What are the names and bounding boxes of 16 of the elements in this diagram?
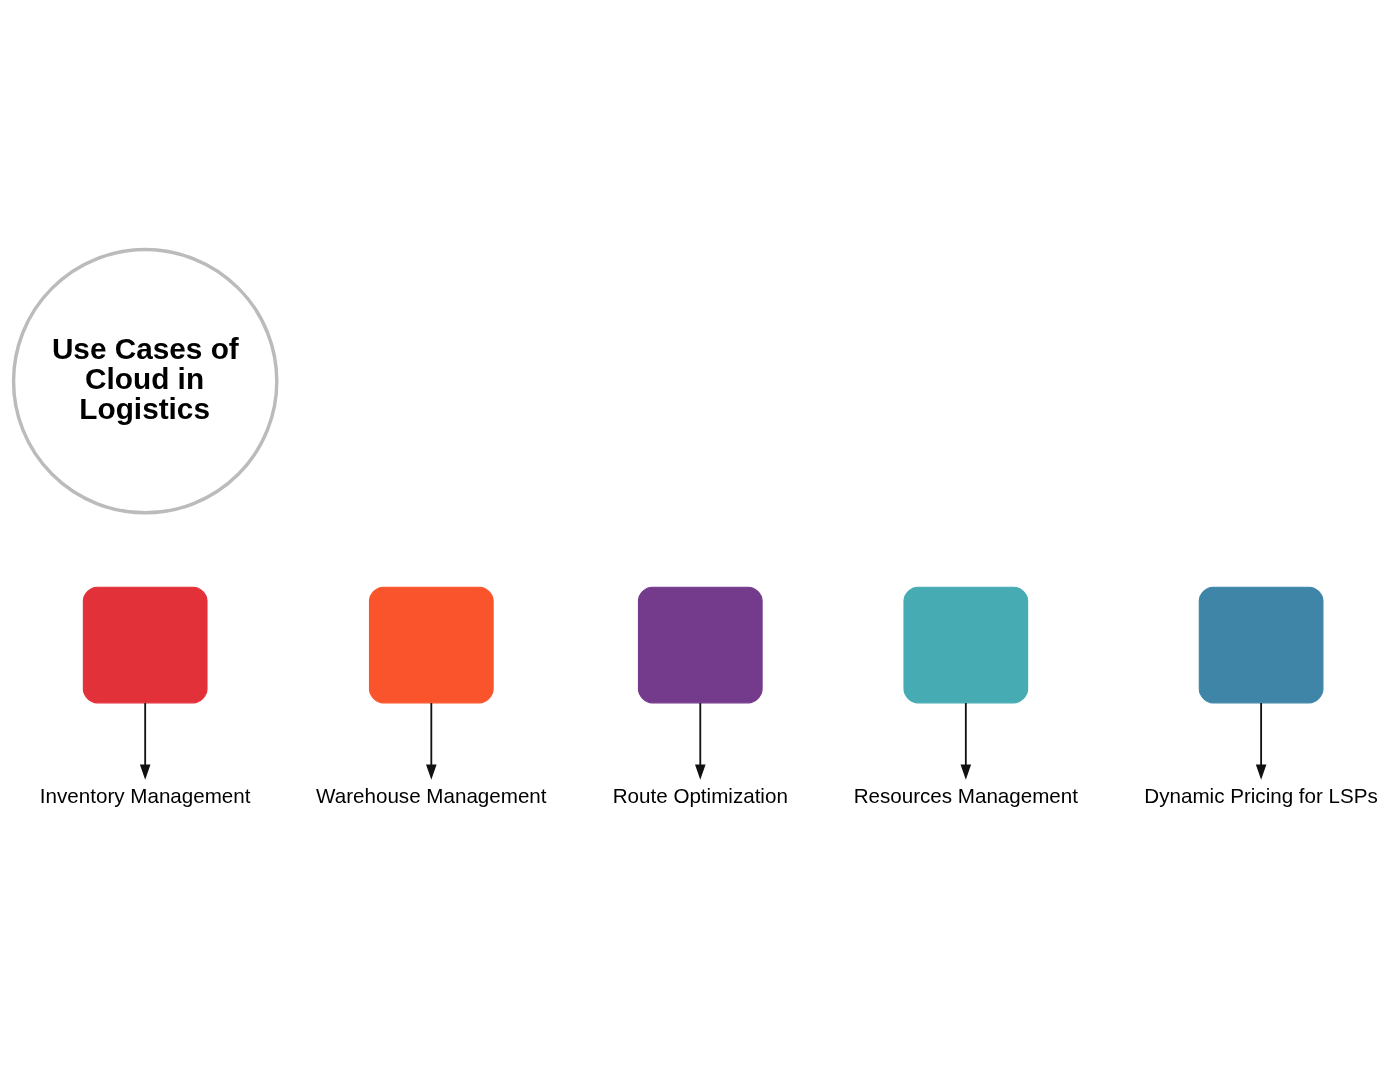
node-text: Resources Management	[853, 783, 1078, 807]
node-box	[82, 586, 208, 704]
arrow	[960, 702, 972, 780]
node-circle: Use Cases of Cloud in Logistics	[11, 247, 279, 515]
node-text: Warehouse Management	[316, 783, 547, 807]
node-box	[368, 586, 494, 704]
arrow	[695, 702, 706, 780]
arrow	[1255, 702, 1267, 780]
arrow	[426, 702, 437, 780]
node-text: Route Optimization	[612, 783, 788, 807]
node-box	[1198, 586, 1324, 704]
node-text: Inventory Management	[39, 783, 251, 807]
node-box	[637, 586, 763, 704]
node-box	[903, 586, 1029, 704]
arrow	[139, 702, 151, 780]
node-text: Dynamic Pricing for LSPs	[1144, 783, 1378, 807]
